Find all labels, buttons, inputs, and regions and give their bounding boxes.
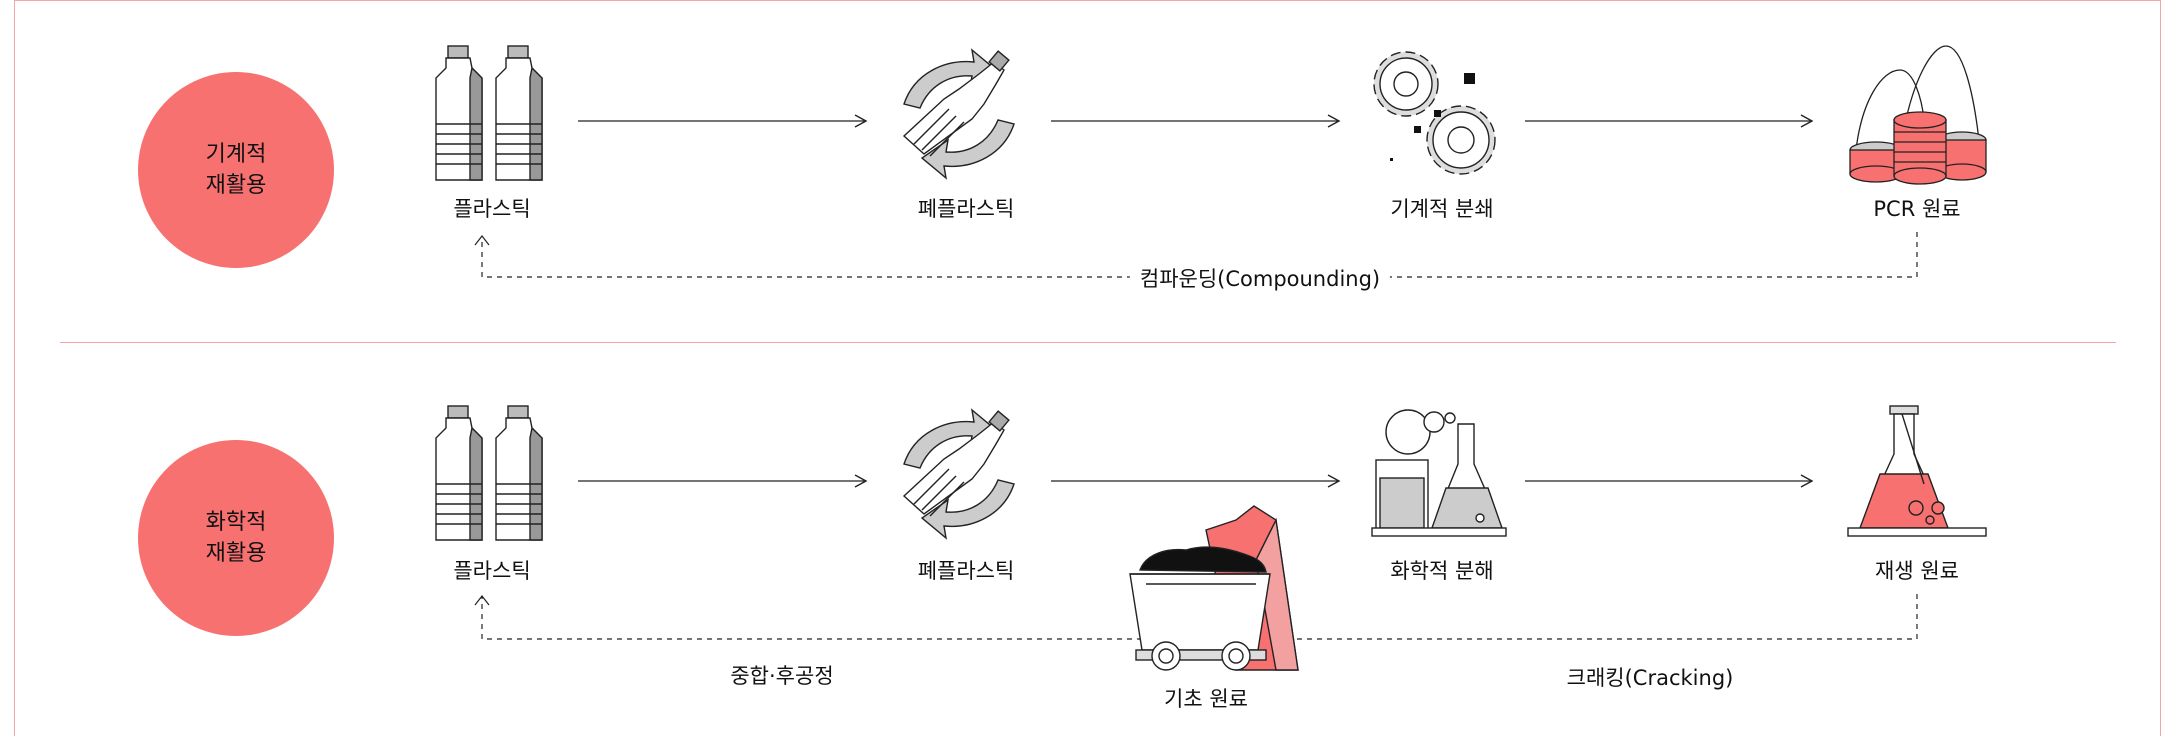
lab-equipment-icon (1371, 409, 1507, 537)
plastic-bottles-icon (435, 405, 543, 541)
step-label: 재생 원료 (1875, 559, 1959, 583)
recycle-bottle-icon (902, 408, 1015, 540)
step-label: PCR 원료 (1873, 197, 1961, 221)
step-label: 화학적 분해 (1390, 559, 1494, 583)
ore-cart-icon (1129, 505, 1299, 671)
return-label-left: 중합·후공정 (730, 664, 834, 688)
category-line-2: 재활용 (205, 541, 267, 566)
category-chemical: 화학적 재활용 (138, 440, 334, 636)
return-label: 컴파운딩(Compounding) (1129, 263, 1391, 293)
category-line-1: 화학적 (205, 510, 267, 535)
base-material-label: 기초 원료 (1164, 687, 1248, 711)
step-label: 플라스틱 (453, 197, 531, 221)
recycle-bottle-icon (902, 48, 1015, 180)
pcr-pellets-icon (1849, 45, 1987, 185)
category-line-2: 재활용 (205, 173, 267, 198)
row-divider (60, 342, 2116, 343)
flask-icon (1847, 405, 1987, 537)
category-mechanical: 기계적 재활용 (138, 72, 334, 268)
category-line-1: 기계적 (205, 142, 267, 167)
step-label: 기계적 분쇄 (1390, 197, 1494, 221)
diagram-frame (14, 0, 2161, 736)
return-label-right: 크래킹(Cracking) (1566, 666, 1734, 690)
step-label: 플라스틱 (453, 559, 531, 583)
gears-icon (1373, 51, 1496, 175)
plastic-bottles-icon (435, 45, 543, 181)
step-label: 폐플라스틱 (917, 559, 1015, 583)
step-label: 폐플라스틱 (917, 197, 1015, 221)
